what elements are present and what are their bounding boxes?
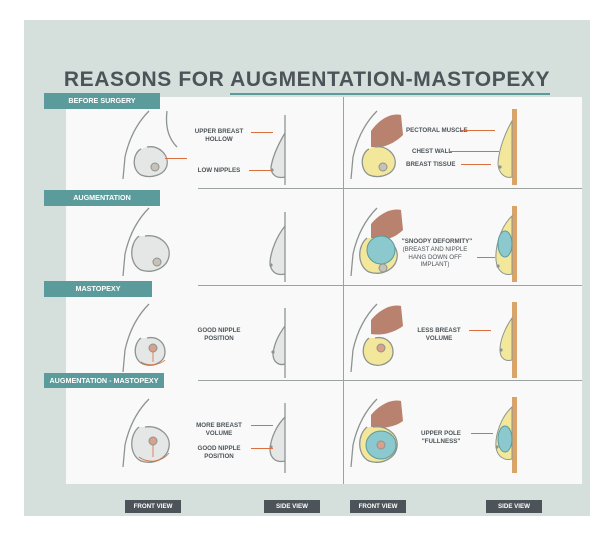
leader-line <box>249 170 271 171</box>
section-mastopexy: MASTOPEXY <box>44 281 152 297</box>
annotation-breast-tissue: BREAST TISSUE <box>406 161 456 168</box>
leader-line <box>251 425 273 426</box>
footer-side-view-1: SIDE VIEW <box>264 500 320 513</box>
side-view-figure-augmentation <box>269 212 286 282</box>
title-plain: REASONS FOR <box>63 68 225 91</box>
front-anatomy-figure-augmentation <box>350 207 403 277</box>
leader-line <box>461 164 491 165</box>
infographic-panel: REASONS FOR AUGMENTATION-MASTOPEXY BEFOR… <box>24 20 590 516</box>
annotation-more-breast-volume: MORE BREAST VOLUME <box>196 422 242 437</box>
leader-line <box>461 130 495 131</box>
annotation-snoopy-deformity: "SNOOPY DEFORMITY" <box>401 238 473 245</box>
front-view-figure-mastopexy <box>122 303 166 373</box>
side-view-figure-before <box>270 115 286 185</box>
footer-side-view-2: SIDE VIEW <box>486 500 542 513</box>
row-divider-2 <box>198 285 582 286</box>
front-anatomy-figure-mastopexy <box>350 303 403 373</box>
side-anatomy-figure-mastopexy <box>499 302 517 378</box>
leader-line <box>477 257 495 258</box>
front-anatomy-figure-augmentation-mastopexy <box>350 398 403 468</box>
side-anatomy-figure-before <box>497 109 517 185</box>
annotation-less-breast-volume: LESS BREAST VOLUME <box>417 327 461 342</box>
annotation-snoopy-description: (BREAST AND NIPPLE HANG DOWN OFF IMPLANT… <box>402 246 468 268</box>
footer-front-view-1: FRONT VIEW <box>125 500 181 513</box>
front-view-figure-augmentation-mastopexy <box>122 398 170 468</box>
annotation-low-nipples: LOW NIPPLES <box>197 167 241 174</box>
side-anatomy-figure-augmentation <box>495 206 517 282</box>
section-augmentation: AUGMENTATION <box>44 190 160 206</box>
leader-line <box>251 132 273 133</box>
annotation-pectoral-muscle: PECTORAL MUSCLE <box>406 127 468 134</box>
page-title: REASONS FOR AUGMENTATION-MASTOPEXY <box>24 68 590 95</box>
vertical-divider <box>343 97 344 484</box>
row-divider-1 <box>198 188 582 189</box>
side-anatomy-figure-augmentation-mastopexy <box>495 397 517 473</box>
title-highlight: AUGMENTATION-MASTOPEXY <box>230 68 551 95</box>
footer-front-view-2: FRONT VIEW <box>350 500 406 513</box>
annotation-upper-breast-hollow: UPPER BREAST HOLLOW <box>194 128 244 143</box>
side-view-figure-augmentation-mastopexy <box>269 403 286 473</box>
front-view-figure-augmentation <box>122 207 170 277</box>
leader-line <box>165 158 187 159</box>
annotation-good-nipple-position-2: GOOD NIPPLE POSITION <box>197 445 241 460</box>
leader-line <box>471 433 493 434</box>
leader-line <box>251 448 273 449</box>
leader-line <box>449 151 499 152</box>
annotation-upper-pole-fullness: UPPER POLE "FULLNESS" <box>421 430 461 445</box>
section-augmentation-mastopexy: AUGMENTATION - MASTOPEXY <box>44 373 164 388</box>
section-before-surgery: BEFORE SURGERY <box>44 93 160 109</box>
annotation-good-nipple-position: GOOD NIPPLE POSITION <box>197 327 241 342</box>
row-divider-3 <box>198 380 582 381</box>
annotation-chest-wall: CHEST WALL <box>412 148 453 155</box>
leader-line <box>469 330 491 331</box>
side-view-figure-mastopexy <box>271 308 286 378</box>
front-anatomy-figure-before <box>350 110 403 180</box>
front-view-figure-before <box>122 110 178 180</box>
